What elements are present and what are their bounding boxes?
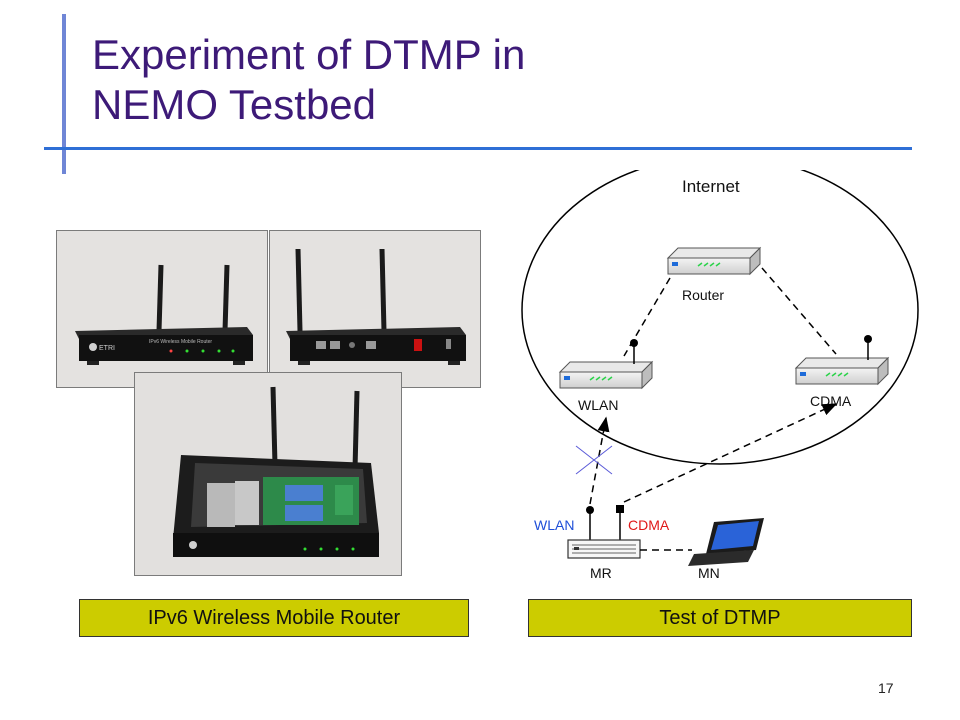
cdma-bs-label: CDMA — [810, 393, 852, 409]
photo-router-back — [269, 230, 481, 388]
wlan-ap-icon — [558, 360, 654, 390]
link-router-wlan — [623, 277, 671, 357]
title-line-2: NEMO Testbed — [92, 81, 377, 128]
internet-cloud — [521, 170, 919, 465]
accent-bar-vertical — [62, 14, 66, 174]
mr-wlan-label: WLAN — [534, 517, 574, 533]
caption-dtmp-test: Test of DTMP — [528, 599, 912, 637]
photo-logo-text: ETRI — [99, 345, 115, 352]
internet-label: Internet — [682, 177, 740, 196]
page-number: 17 — [878, 680, 894, 696]
mn-label: MN — [698, 565, 720, 581]
mobile-router-icon — [567, 539, 641, 559]
accent-bar-horizontal — [44, 147, 912, 150]
photo-router-front: ETRI IPv6 Wireless Mobile Router — [56, 230, 268, 388]
page-title: Experiment of DTMP in NEMO Testbed — [92, 30, 892, 130]
link-mr-cdma — [623, 403, 838, 503]
cdma-bs-antenna-tip — [864, 335, 872, 343]
mr-wlan-antenna-tip — [586, 506, 594, 514]
mr-label: MR — [590, 565, 612, 581]
photo-device-label: IPv6 Wireless Mobile Router — [149, 339, 212, 345]
photo-router-open — [134, 372, 402, 576]
wlan-ap-label: WLAN — [578, 397, 618, 413]
title-line-1: Experiment of DTMP in — [92, 31, 526, 78]
laptop-icon — [688, 518, 764, 566]
mr-cdma-antenna-tip — [616, 505, 624, 513]
caption-router-photo: IPv6 Wireless Mobile Router — [79, 599, 469, 637]
router-label: Router — [682, 287, 724, 303]
broken-link-mark-2 — [575, 445, 613, 475]
link-mr-wlan-broken — [589, 416, 610, 505]
router-icon — [666, 246, 762, 276]
link-router-cdma — [761, 267, 837, 355]
dtmp-network-diagram: Internet Router WLAN CDMA — [521, 170, 919, 581]
router-photos: ETRI IPv6 Wireless Mobile Router — [56, 230, 481, 576]
cdma-bs-icon — [794, 356, 890, 386]
mr-cdma-label: CDMA — [628, 517, 670, 533]
